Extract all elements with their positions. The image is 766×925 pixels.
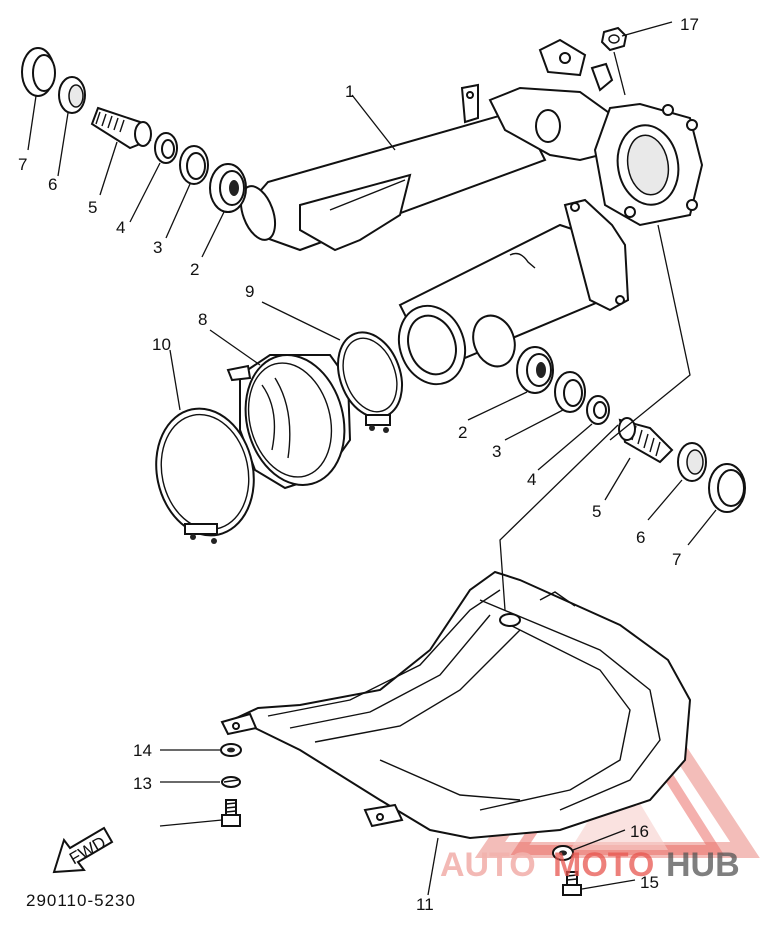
left-bearing-stack: [21, 47, 247, 213]
seal-3b: [554, 371, 586, 413]
swingarm-body: [239, 38, 704, 386]
spacer-4a: [154, 132, 178, 164]
callout-6b: 6: [636, 528, 645, 547]
oil-seal-7b: [708, 463, 746, 513]
drawing-code: 290110-5230: [26, 891, 136, 910]
bearing-2a: [209, 163, 247, 213]
right-bearing-stack: [516, 346, 746, 513]
callout-7b: 7: [672, 550, 681, 569]
dust-boot-8: [226, 354, 352, 490]
forward-direction-arrow: FWD: [52, 826, 114, 874]
bolt-left: [221, 799, 241, 827]
callout-3a: 3: [153, 238, 162, 257]
callout-labels: 1 17 7 6 5 4 3 2 9 8 10 2 3 4 5 6 7 14 1…: [18, 15, 699, 914]
callout-14: 14: [133, 741, 152, 760]
collar-6a: [58, 76, 86, 114]
watermark-moto: MOTO: [553, 846, 654, 884]
callout-2b: 2: [458, 423, 467, 442]
callout-2a: 2: [190, 260, 199, 279]
oil-seal-7a: [21, 47, 56, 97]
callout-10: 10: [152, 335, 171, 354]
pivot-shaft-5a: [90, 106, 152, 150]
callout-15: 15: [640, 873, 659, 892]
watermark-auto: AUTO: [440, 846, 536, 884]
callout-4b: 4: [527, 470, 536, 489]
callout-4a: 4: [116, 218, 125, 237]
bearing-2b: [516, 346, 554, 394]
callout-6a: 6: [48, 175, 57, 194]
callout-9: 9: [245, 282, 254, 301]
callout-1: 1: [345, 82, 354, 101]
callout-5a: 5: [88, 198, 97, 217]
callout-3b: 3: [492, 442, 501, 461]
band-9: [337, 331, 403, 433]
nut-16: [552, 845, 574, 861]
callout-13: 13: [133, 774, 152, 793]
watermark-hub: HUB: [666, 846, 740, 884]
callout-11: 11: [416, 895, 434, 914]
washer-14: [220, 743, 242, 757]
lock-washer-13: [221, 776, 241, 788]
callout-16: 16: [630, 822, 649, 841]
leader-lines: [27, 21, 717, 896]
skid-plate-guard-11: [220, 570, 692, 840]
collar-6b: [677, 442, 707, 482]
band-10: [155, 407, 255, 544]
spacer-4b: [586, 395, 610, 425]
pivot-shaft-5b: [618, 417, 674, 464]
callout-5b: 5: [592, 502, 601, 521]
callout-8: 8: [198, 310, 207, 329]
nut-17: [600, 26, 628, 52]
watermark-text: AUTO MOTO HUB: [440, 846, 740, 884]
callout-7a: 7: [18, 155, 27, 174]
seal-3a: [179, 145, 209, 185]
callout-17: 17: [680, 15, 699, 34]
bolt-15: [562, 871, 582, 896]
